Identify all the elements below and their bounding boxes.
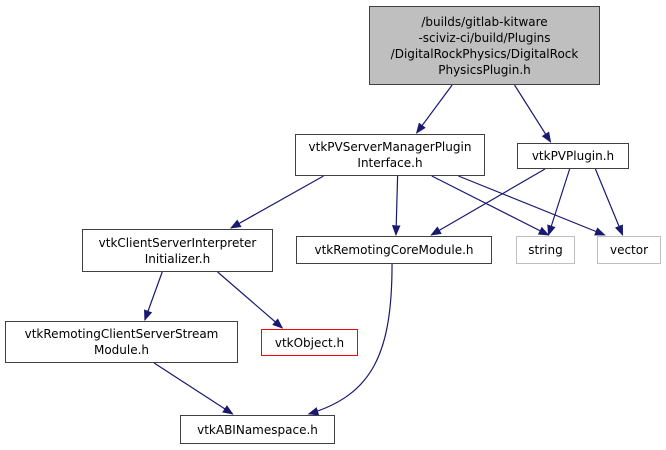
edge-smpi-to-vector	[458, 175, 606, 236]
edge-pvplugin-to-vector	[594, 168, 624, 236]
node-vtkpvplugin[interactable]: vtkPVPlugin.h	[517, 143, 629, 169]
node-vtkremotingcoremodule[interactable]: vtkRemotingCoreModule.h	[296, 236, 492, 264]
node-root-header: /builds/gitlab-kitware -sciviz-ci/build/…	[369, 6, 600, 85]
node-vtkclientserverinterpreterinitializer[interactable]: vtkClientServerInterpreter Initializer.h	[82, 229, 273, 272]
edge-root-to-pvplugin	[514, 84, 552, 143]
node-vtkpvservermanagerplugininterface[interactable]: vtkPVServerManagerPlugin Interface.h	[295, 134, 485, 176]
edge-rcm-to-abi	[307, 263, 393, 416]
edge-pvplugin-to-string	[547, 168, 571, 237]
edge-csii-to-rcssm	[144, 271, 163, 322]
edge-csii-to-object	[217, 271, 284, 329]
node-vtkabinamespace[interactable]: vtkABINamespace.h	[180, 415, 335, 444]
edge-smpi-to-string	[431, 175, 550, 236]
edge-pvplugin-to-rcm	[430, 168, 546, 236]
node-string: string	[516, 236, 575, 264]
node-vtkremotingclientserverstreammodule[interactable]: vtkRemotingClientServerStream Module.h	[5, 321, 238, 363]
edge-smpi-to-csii	[230, 175, 324, 229]
edge-smpi-to-rcm	[391, 175, 401, 237]
edge-root-to-smpi	[415, 84, 453, 134]
node-vtkobject[interactable]: vtkObject.h	[261, 329, 358, 356]
node-vector: vector	[597, 236, 661, 264]
edge-rcssm-to-abi	[153, 362, 234, 415]
